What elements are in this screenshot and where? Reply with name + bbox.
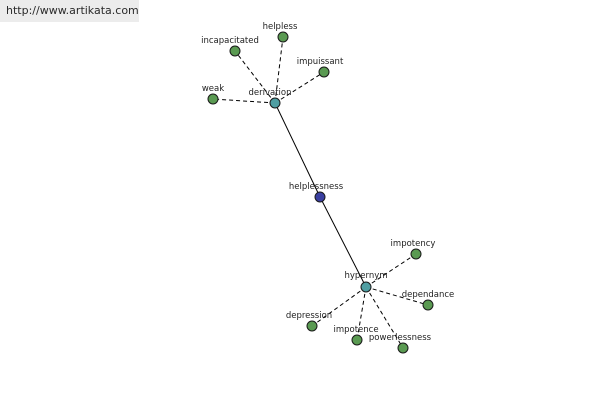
labels-layer: incapacitated helpless impuissant weak impot… (201, 22, 454, 343)
node-dependance[interactable] (422, 299, 434, 311)
edge-hypernym-impotence (356, 286, 367, 341)
edge-derivation-weak (212, 98, 276, 104)
label-helplessness[interactable]: helplessness (289, 182, 344, 192)
edge-hypernym-impotency (365, 253, 417, 288)
node-powerlessness[interactable] (397, 342, 409, 354)
label-impotence[interactable]: impotence (333, 325, 378, 335)
edge-helplessness-hypernym (319, 196, 367, 288)
node-derivation[interactable] (269, 97, 281, 109)
label-derivation[interactable]: derivation (248, 88, 291, 98)
label-impotency[interactable]: impotency (391, 239, 436, 249)
edge-hypernym-powerlessness (365, 286, 404, 349)
node-helplessness[interactable] (314, 191, 326, 203)
label-powerlessness[interactable]: powerlessness (369, 333, 432, 343)
label-helpless[interactable]: helpless (263, 22, 298, 32)
node-hypernym[interactable] (360, 281, 372, 293)
node-incapacitated[interactable] (229, 45, 241, 57)
label-weak[interactable]: weak (202, 84, 224, 94)
node-impotency[interactable] (410, 248, 422, 260)
node-impotence[interactable] (351, 334, 363, 346)
edge-derivation-incapacitated (234, 50, 276, 104)
edge-hypernym-dependance (365, 286, 429, 306)
label-incapacitated[interactable]: incapacitated (201, 36, 259, 46)
node-weak[interactable] (207, 93, 219, 105)
label-depression[interactable]: depression (286, 311, 332, 321)
label-hypernym[interactable]: hypernym (344, 271, 387, 281)
node-helpless[interactable] (277, 31, 289, 43)
node-impuissant[interactable] (318, 66, 330, 78)
source-url[interactable]: http://www.artikata.com (0, 0, 139, 22)
edge-derivation-impuissant (274, 71, 325, 104)
node-depression[interactable] (306, 320, 318, 332)
edge-helplessness-derivation (274, 102, 321, 198)
label-impuissant[interactable]: impuissant (297, 57, 344, 67)
label-dependance[interactable]: dependance (402, 290, 455, 300)
nodes-layer (207, 31, 434, 354)
edges-layer (212, 36, 429, 349)
